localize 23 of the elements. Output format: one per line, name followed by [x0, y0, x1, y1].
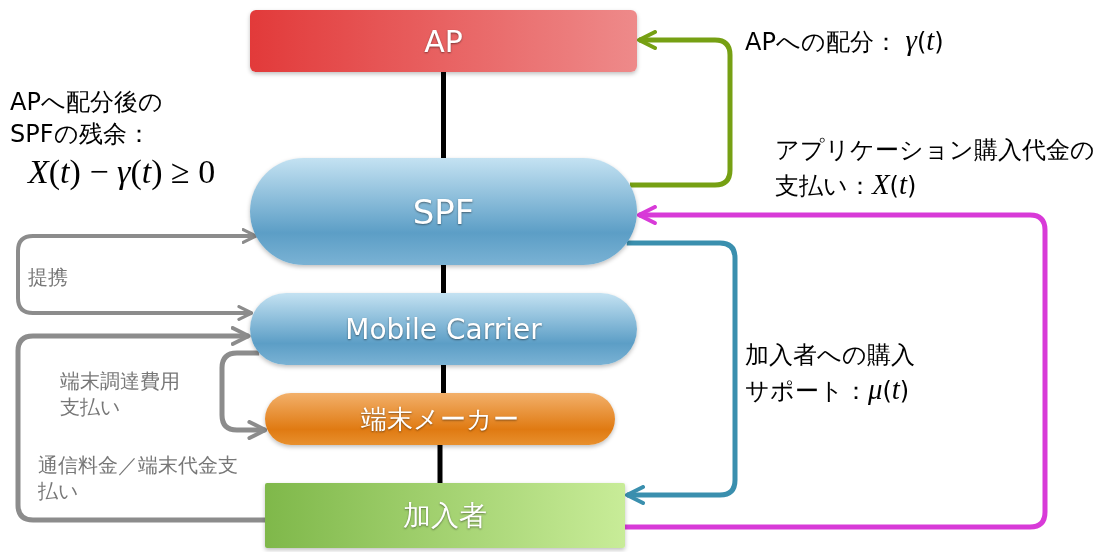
formula: X(t) − γ(t) ≥ 0 [28, 152, 217, 192]
edge-label: 通信料金／端末代金支払い [38, 452, 238, 504]
arrow [625, 205, 1048, 530]
connector-line [441, 365, 446, 393]
connector-line [437, 445, 443, 483]
rounded-box: Mobile Carrier [250, 293, 637, 365]
note-text: APへ配分後のSPFの残余： [10, 87, 164, 151]
edge-label: APへの配分： γ(t) [745, 23, 945, 58]
process-box: 加入者 [265, 483, 625, 548]
rounded-box: 端末メーカー [265, 393, 615, 445]
arrow [16, 228, 258, 321]
connector-line [441, 265, 446, 293]
edge-label: 加入者への購入サポート：μ(t) [745, 340, 916, 408]
edge-label: アプリケーション購入代金の支払い：X(t) [775, 135, 1096, 203]
arrow [630, 30, 733, 188]
connector-line [441, 72, 446, 158]
edge-label: 提携 [28, 264, 69, 290]
arrow [219, 350, 268, 440]
process-box: AP [250, 10, 637, 72]
arrow [15, 326, 265, 523]
arrow [625, 240, 738, 505]
rounded-box: SPF [250, 158, 637, 265]
edge-label: 端末調達費用支払い [60, 368, 181, 420]
